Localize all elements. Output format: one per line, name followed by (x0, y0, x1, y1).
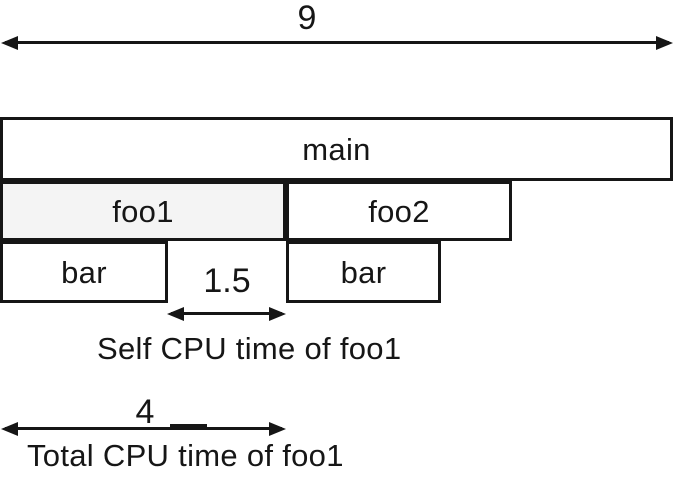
total-cpu-value-label: 4 (135, 393, 155, 431)
total-cpu-caption: Total CPU time of foo1 (27, 438, 344, 473)
foo1-box-label: foo1 (112, 193, 174, 229)
arrowhead-right-icon (269, 307, 286, 321)
arrow-shaft (5, 41, 669, 44)
total-duration-label: 9 (297, 0, 317, 37)
foo2-box: foo2 (286, 181, 512, 241)
bar-left-box: bar (0, 241, 168, 303)
arrowhead-right-icon (269, 422, 286, 436)
main-box-label: main (302, 131, 371, 167)
self-cpu-value-label: 1.5 (203, 262, 251, 300)
self-cpu-caption: Self CPU time of foo1 (97, 331, 402, 366)
main-box: main (0, 117, 673, 181)
foo1-box: foo1 (0, 181, 286, 241)
bar-left-box-label: bar (61, 254, 107, 290)
total-cpu-arrow (1, 421, 286, 437)
self-cpu-arrow (167, 306, 286, 322)
total-duration-arrow (1, 35, 673, 51)
bar-right-box-label: bar (340, 254, 387, 290)
total-cpu-underline-mark (170, 424, 207, 427)
bar-right-box: bar (286, 241, 441, 303)
arrowhead-right-icon (656, 36, 673, 50)
arrow-shaft (171, 312, 282, 315)
arrow-shaft (5, 427, 282, 430)
foo2-box-label: foo2 (368, 193, 430, 229)
